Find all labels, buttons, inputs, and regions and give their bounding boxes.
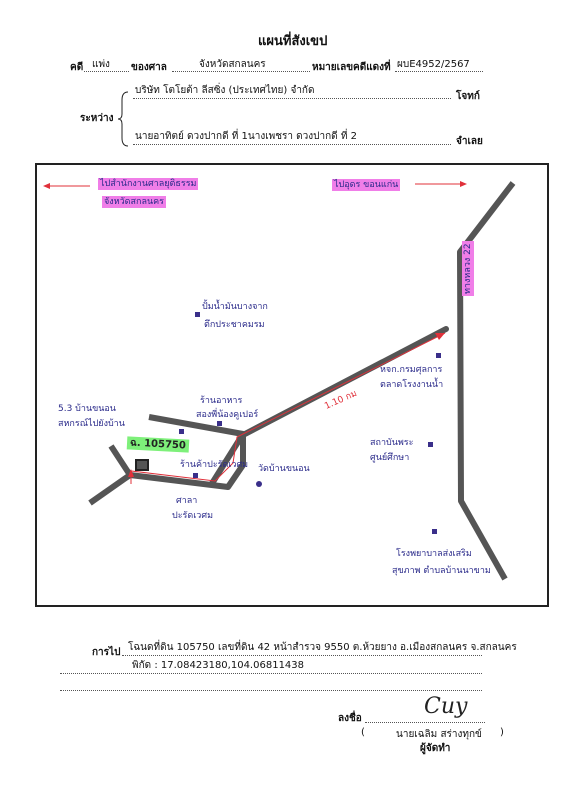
landmark-label: ปั้มน้ำมันบางจาก xyxy=(202,302,268,312)
landmark-label: ร้านอาหาร xyxy=(200,396,243,406)
landmark-label: 5.3 บ้านขนอน xyxy=(58,404,116,414)
map-canvas xyxy=(43,181,516,581)
plaintiff-name: บริษัท โตโยต้า ลีสซิ่ง (ประเทศไทย) จำกัด xyxy=(135,85,315,96)
lot-road xyxy=(129,434,246,490)
landmark-label: ตลาดโรงงานน้ำ xyxy=(380,380,444,390)
black-case-value: ผบE4952/2567 xyxy=(397,59,470,70)
defendant-role: จำเลย xyxy=(456,136,483,147)
landmark-label: ตึกประชาคมรม xyxy=(204,320,265,330)
page-title: แผนที่สังเขป xyxy=(258,34,328,49)
signature: Cuy xyxy=(424,694,468,719)
landmark-label: วัดบ้านขนอน xyxy=(258,464,310,474)
landmark-label: ร้านค้าปะรัดเวศม xyxy=(180,460,249,470)
landmark-label: โรงพยาบาลส่งเสริม xyxy=(396,549,472,559)
plaintiff-role: โจทก์ xyxy=(456,91,480,102)
court-value: จังหวัดสกลนคร xyxy=(199,59,266,70)
right-arrow-label: ไปอุดร ขอนแก่น xyxy=(332,179,401,191)
sign-label: ลงชื่อ xyxy=(338,713,362,724)
between-label: ระหว่าง xyxy=(80,113,114,124)
landmark-label: สหกรณ์ไปยังบ้าน xyxy=(58,419,125,429)
route-arrow-start xyxy=(128,469,134,477)
goto-line-1: โฉนดที่ดิน 105750 เลขที่ดิน 42 หน้าสำรวจ… xyxy=(128,642,517,653)
court-label: ของศาล xyxy=(131,62,167,73)
signer-role: ผู้จัดทำ xyxy=(420,743,451,754)
landmark-label: ปะรัดเวศม xyxy=(172,511,214,521)
landmark-label: ศูนย์ศึกษา xyxy=(370,453,410,463)
case-value: แพ่ง xyxy=(92,59,110,70)
landmark-label: สองพี่น้องคูเปอร์ xyxy=(196,410,259,420)
landmark-label: ศาลา xyxy=(176,496,198,506)
signer-name: นายเฉลิม สร่างทุกข์ xyxy=(396,729,482,740)
goto-label: การไป xyxy=(92,647,121,658)
map-frame xyxy=(35,163,549,607)
highway-road xyxy=(457,181,516,581)
lower-left-road xyxy=(88,444,133,506)
lot-label: ฉ. 105750 xyxy=(126,435,190,453)
coordinates: พิกัด : 17.08423180,104.06811438 xyxy=(132,660,305,671)
landmark-label: สถาบันพระ xyxy=(370,438,414,448)
defendant-name: นายอาทิตย์ ดวงปากดี ที่ 1นางเพชรา ดวงปาก… xyxy=(135,131,357,142)
case-label: คดี xyxy=(70,62,84,73)
highway-label: ทางหลวง 22 xyxy=(462,241,474,296)
black-case-label: หมายเลขคดีแดงที่ xyxy=(312,62,391,73)
left-arrow-label-2: จังหวัดสกลนคร xyxy=(102,196,166,208)
paren-open: ( xyxy=(361,727,365,738)
paren-close: ) xyxy=(500,727,504,738)
route-arrow-end xyxy=(435,333,445,340)
left-arrow-label-1: ไปสำนักงานศาลยุติธรรม xyxy=(98,178,199,190)
landmark-label: สุขภาพ ตำบลบ้านนาขาม xyxy=(392,566,491,576)
landmark-label: หจก.กรมศุลการ xyxy=(380,365,443,375)
brace-icon xyxy=(117,91,129,147)
